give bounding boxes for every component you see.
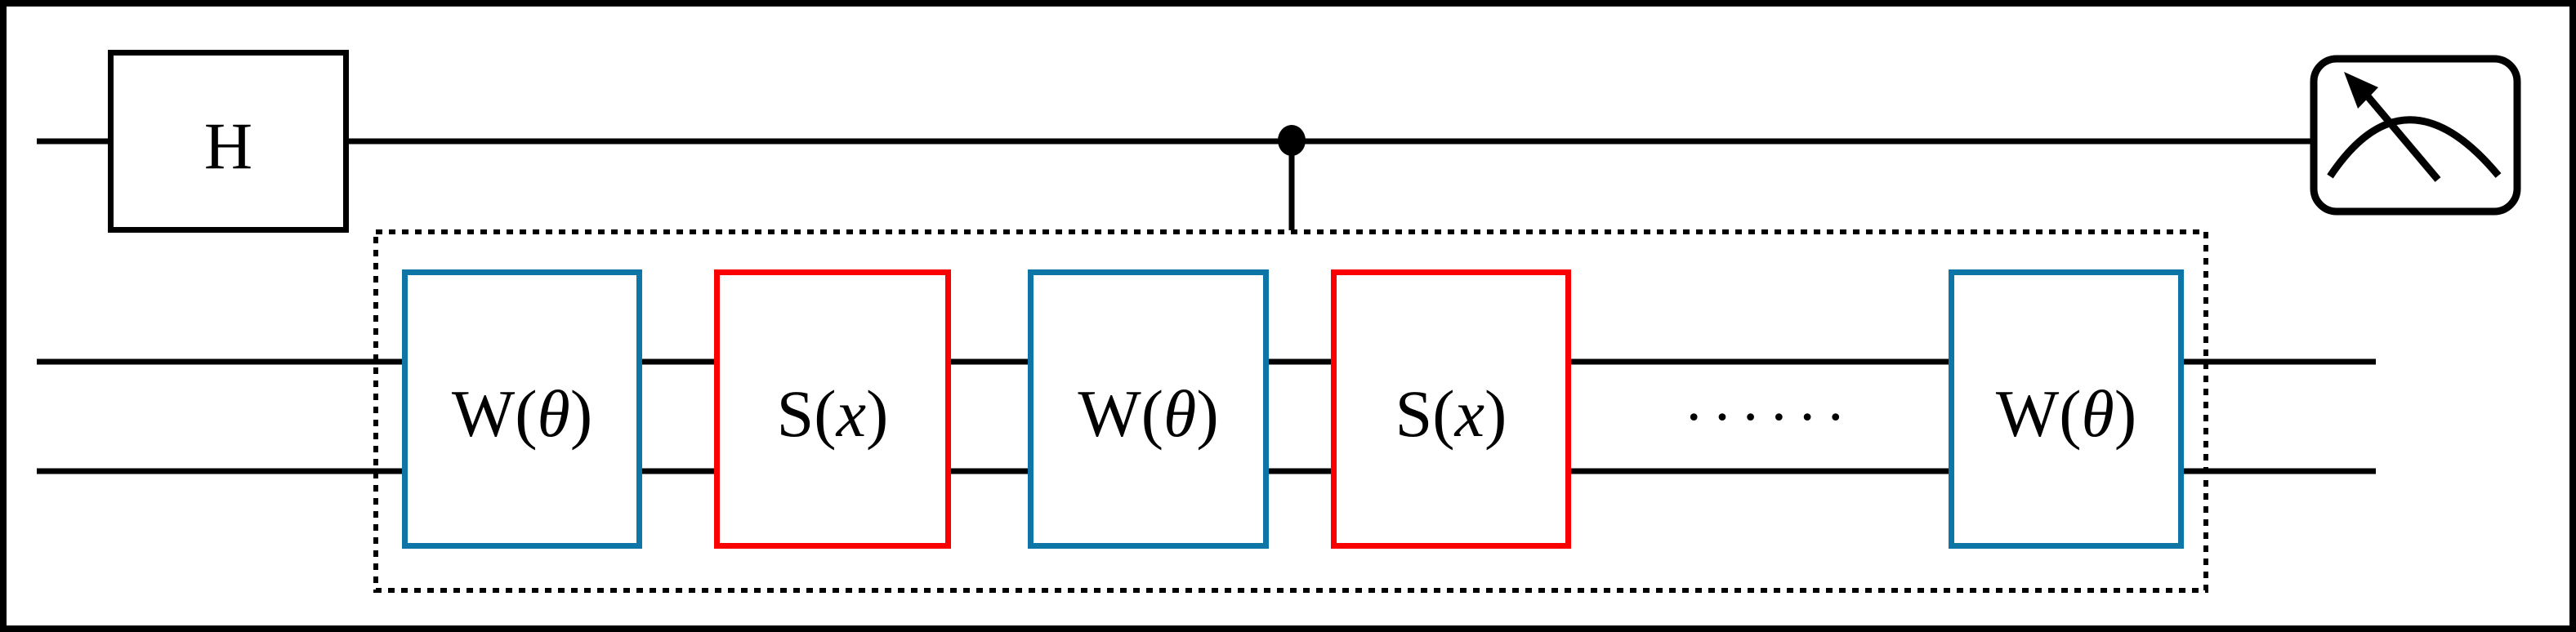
w-theta-gate-3: W(θ): [1949, 269, 2184, 549]
gate-label-prefix: W(: [451, 376, 538, 451]
gate-label: S(x): [777, 381, 889, 447]
gauge-arc: [2327, 116, 2502, 179]
gate-label-suffix: ): [866, 376, 889, 451]
gate-label-variable: θ: [1163, 376, 1197, 451]
measurement-gauge-icon: [2310, 55, 2521, 216]
s-x-gate-1: S(x): [714, 269, 951, 549]
ansatz-dotted-border: [373, 229, 2208, 593]
gate-label-prefix: S(: [776, 376, 837, 451]
gauge-needle-arrowhead: [2344, 72, 2378, 109]
gate-label-suffix: ): [1484, 376, 1507, 451]
w-theta-gate-2: W(θ): [1028, 269, 1269, 549]
gate-label: W(θ): [1078, 381, 1218, 447]
gate-label: S(x): [1395, 381, 1507, 447]
gate-label-variable: θ: [537, 376, 570, 451]
w-theta-gate-1: W(θ): [402, 269, 642, 549]
gate-label: W(θ): [1996, 381, 2136, 447]
gate-label-variable: x: [836, 376, 866, 451]
gate-label-suffix: ): [2114, 376, 2137, 451]
hadamard-gate: H: [108, 50, 349, 233]
gate-label-suffix: ): [569, 376, 593, 451]
control-dot-icon: [1278, 125, 1306, 156]
gate-label-variable: x: [1454, 376, 1484, 451]
gate-label-prefix: S(: [1395, 376, 1455, 451]
measurement-box: [2310, 55, 2521, 216]
s-x-gate-2: S(x): [1331, 269, 1571, 549]
repetition-ellipsis: ••••••: [1686, 403, 1857, 433]
gate-label-suffix: ): [1196, 376, 1219, 451]
gate-label: W(θ): [452, 381, 592, 447]
gate-label-prefix: W(: [1995, 376, 2082, 451]
gauge-needle: [2360, 89, 2441, 182]
gate-label-variable: θ: [2081, 376, 2114, 451]
gate-label-prefix: W(: [1078, 376, 1164, 451]
hadamard-gate-label: H: [203, 109, 253, 183]
